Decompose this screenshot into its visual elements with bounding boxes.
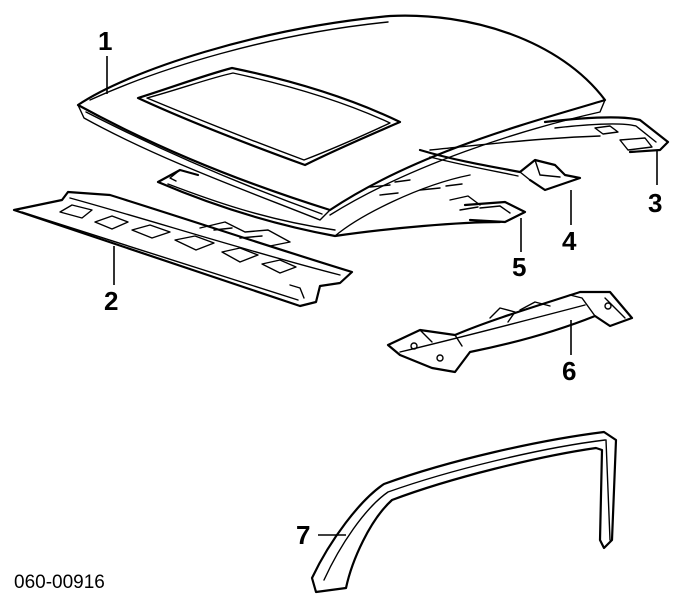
callout-1: 1: [98, 26, 112, 56]
front-header-panel: [12, 190, 354, 308]
callout-4: 4: [562, 226, 577, 256]
roof-bow: [386, 290, 634, 374]
callout-6: 6: [562, 356, 576, 386]
callout-3: 3: [648, 188, 662, 218]
callout-5: 5: [512, 252, 526, 282]
reference-code: 060-00916: [14, 572, 105, 593]
callout-7: 7: [296, 520, 310, 550]
callout-2: 2: [104, 286, 118, 316]
rear-side-rail: [429, 116, 670, 154]
leader-lines: [106, 56, 658, 536]
rear-header: [418, 148, 582, 192]
roof-panel: [76, 14, 607, 221]
door-weatherstrip: [310, 430, 618, 594]
callouts: 1 2 3 4 5 6 7: [98, 26, 662, 550]
roof-frame: [156, 168, 527, 238]
